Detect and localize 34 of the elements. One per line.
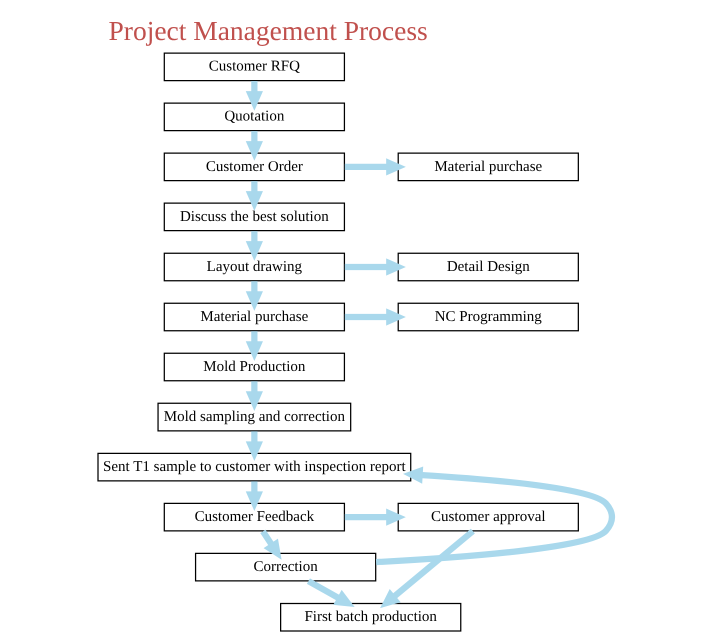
arrow (344, 258, 406, 276)
arrow (246, 381, 263, 411)
arrow (246, 281, 263, 311)
arrow (246, 331, 263, 361)
arrow (246, 231, 263, 261)
node-box: Sent T1 sample to customer with inspection report (97, 452, 412, 482)
arrow (246, 181, 263, 211)
arrow (306, 578, 355, 607)
node-box: Material purchase (398, 152, 579, 182)
node-box: Discuss the best solution (164, 202, 346, 232)
node-box: Customer approval (398, 502, 579, 532)
arrow (246, 481, 263, 512)
diagram-title: Project Management Process (108, 15, 428, 46)
arrow (376, 466, 616, 566)
arrow (260, 530, 282, 560)
node-box: Layout drawing (164, 252, 346, 282)
node-box: Detail Design (398, 252, 579, 282)
node-box: Mold Production (164, 352, 346, 382)
arrow (344, 158, 406, 176)
arrow (246, 431, 263, 462)
node-box: Correction (194, 552, 376, 582)
arrow (246, 131, 263, 161)
node-box: Customer Order (164, 152, 346, 182)
arrow (344, 508, 406, 526)
node-box: Customer Feedback (164, 502, 346, 532)
arrow (344, 308, 406, 326)
arrow (246, 81, 263, 111)
arrow (380, 528, 475, 608)
node-box: Customer RFQ (164, 52, 346, 82)
node-box: Material purchase (164, 302, 346, 332)
node-box: First batch production (280, 602, 462, 632)
node-box: NC Programming (398, 302, 579, 332)
node-box: Mold sampling and correction (157, 402, 352, 432)
node-box: Quotation (164, 102, 346, 132)
